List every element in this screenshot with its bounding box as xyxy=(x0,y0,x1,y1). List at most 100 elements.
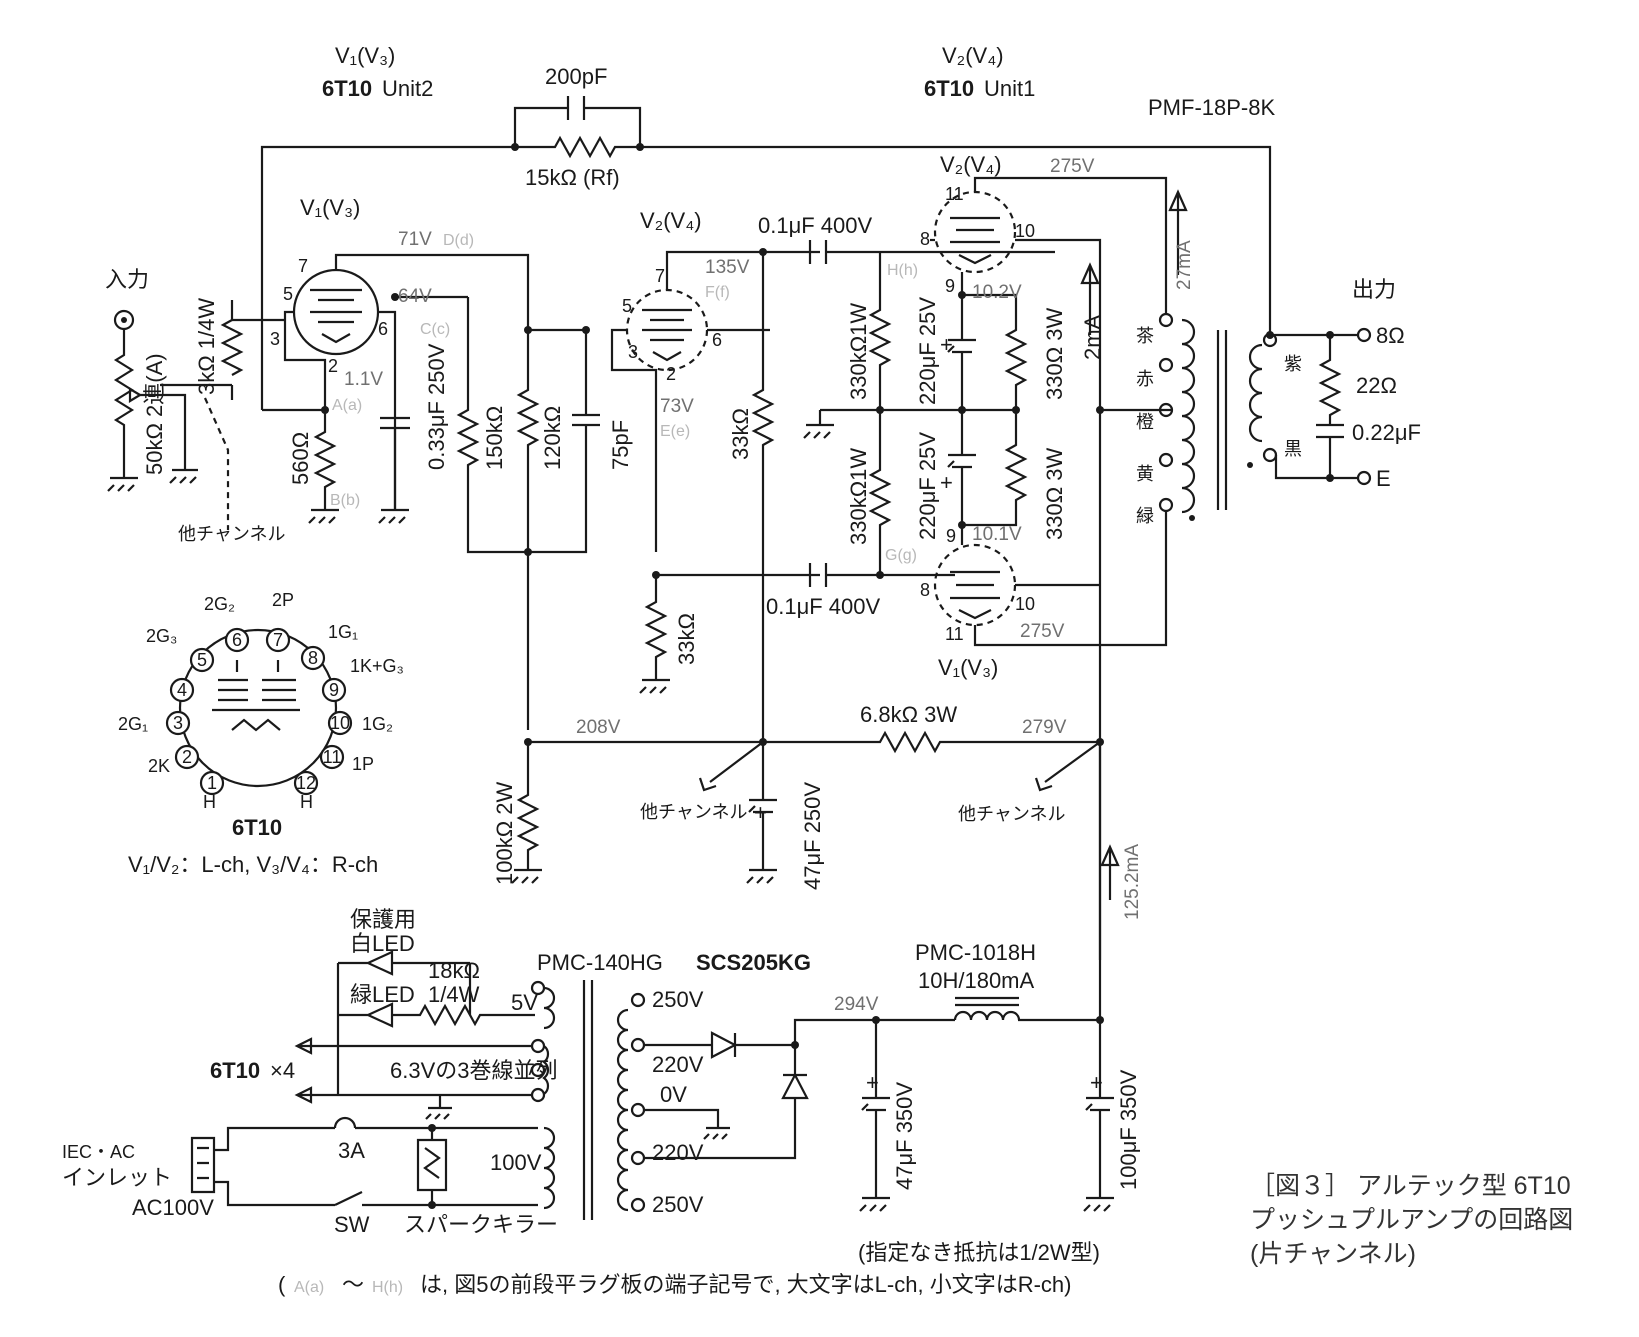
coupling-cap-bottom-term: G(g) xyxy=(885,547,917,564)
top-left-model: 6T10 xyxy=(322,76,372,101)
note-bottom-h: H(h) xyxy=(372,1279,403,1296)
input-section xyxy=(107,300,285,530)
r330-top-label: 330Ω 3W xyxy=(1042,308,1067,401)
base-pin-5-number: 5 xyxy=(197,650,207,670)
ac-100v: AC100V xyxy=(132,1195,214,1220)
input-label: 入力 xyxy=(105,267,149,292)
b-plus-208v: 208V xyxy=(576,717,621,738)
r330k-top-label: 330kΩ1W xyxy=(846,303,871,400)
primary-100v: 100V xyxy=(490,1150,542,1175)
r33k-plate-label: 33kΩ xyxy=(728,408,753,460)
v1-pin-7: 7 xyxy=(298,256,308,276)
top-right-unit: Unit1 xyxy=(984,76,1035,101)
output-8ohm: 8Ω xyxy=(1376,323,1405,348)
channel-map: V₁/V₂：L-ch, V₃/V₄：R-ch xyxy=(128,852,378,877)
fuse-label: 3A xyxy=(338,1138,365,1163)
choke-spec: 10H/180mA xyxy=(918,968,1035,993)
feedback-network xyxy=(260,96,1272,410)
r120k-label: 120kΩ xyxy=(540,406,565,470)
c47-350-label: 47μF 350V xyxy=(892,1082,917,1190)
tap-220v-b: 220V xyxy=(652,1140,704,1165)
power-tube-bottom-label: V₁(V₃) xyxy=(938,655,998,680)
heater-count: ×4 xyxy=(270,1058,295,1083)
power-tube-top-pin-10: 10 xyxy=(1015,221,1035,241)
output-label: 出力 xyxy=(1352,277,1396,302)
figure-title-3: (片チャンネル) xyxy=(1250,1240,1416,1268)
other-channel-2: 他チャンネル xyxy=(958,804,1065,824)
power-tube-bottom-pin-10: 10 xyxy=(1015,594,1035,614)
r560-term: B(b) xyxy=(330,492,360,509)
v2-plate-voltage: 135V xyxy=(705,257,750,278)
base-pin-12-number: 12 xyxy=(296,773,316,793)
power-supply xyxy=(190,742,1114,1220)
input-res-label: 3kΩ 1/4W xyxy=(194,298,219,395)
base-pin-8-number: 8 xyxy=(308,648,318,668)
v2-pin-5: 5 xyxy=(622,296,632,316)
base-pin-12-name: H xyxy=(300,792,313,812)
note-bottom-a: A(a) xyxy=(294,1279,324,1296)
current-arrows xyxy=(1080,189,1188,900)
current-27ma: 27mA xyxy=(1174,240,1195,290)
zobel-cap-label: 0.22μF xyxy=(1352,420,1421,445)
top-left-unit: Unit2 xyxy=(382,76,433,101)
r560-label: 560Ω xyxy=(288,432,313,485)
note-bottom-tilde: 〜 xyxy=(342,1272,364,1297)
feedback-cap-label: 200pF xyxy=(545,64,607,89)
v2-pin-7: 7 xyxy=(655,266,665,286)
note-bottom: は, 図5の前段平ラグ板の端子記号で, 大文字はL-ch, 小文字はR-ch) xyxy=(420,1272,1071,1297)
v1-plate-term: D(d) xyxy=(443,232,474,249)
r18k-watt: 1/4W xyxy=(428,982,480,1007)
figure-title: ［図３］ アルテック型 6T10 xyxy=(1250,1172,1571,1200)
switch-label: SW xyxy=(334,1212,370,1237)
led-white-label: 白LED xyxy=(350,931,415,956)
base-pin-7-number: 7 xyxy=(273,630,283,650)
base-pin-11-name: 1P xyxy=(352,754,374,774)
c100-350-plus: + xyxy=(1090,1070,1103,1095)
iec-inlet-label-1: IEC・AC xyxy=(62,1142,135,1162)
base-pin-9-name: 1K+G₃ xyxy=(350,656,404,676)
v2-pin-6: 6 xyxy=(712,330,722,350)
base-pin-1-name: H xyxy=(203,792,216,812)
v1-grid-voltage: 64V xyxy=(398,286,432,307)
base-pin-1-number: 1 xyxy=(207,773,217,793)
coupling-caps xyxy=(808,240,1055,587)
led-protect-label: 保護用 xyxy=(350,907,416,932)
b-plus-279v: 279V xyxy=(1022,717,1067,738)
v1-grid-term: C(c) xyxy=(420,321,450,338)
v2-pin-2: 2 xyxy=(666,364,676,384)
output-tube-bottom xyxy=(933,505,1168,647)
tap-250v-b: 250V xyxy=(652,1192,704,1217)
input-pot-label: 50kΩ 2連(A) xyxy=(142,353,167,475)
r33k-cathode-label: 33kΩ xyxy=(674,613,699,665)
wire-green: 緑 xyxy=(1136,506,1154,526)
v2-tube xyxy=(610,248,820,742)
base-pin-10-number: 10 xyxy=(330,713,350,733)
wire-purple: 紫 xyxy=(1284,354,1302,374)
choke-label: PMC-1018H xyxy=(915,940,1036,965)
led-green-label: 緑LED xyxy=(350,982,415,1007)
v2-cathode-voltage: 73V xyxy=(660,396,694,417)
r100k-label: 100kΩ 2W xyxy=(492,782,517,886)
tube-base-diagram xyxy=(165,627,353,796)
c220-top-label: 220μF 25V xyxy=(915,297,940,405)
rectifier-label: SCS205KG xyxy=(696,950,811,975)
figure-title-2: プッシュプルアンプの回路図 xyxy=(1250,1206,1573,1234)
v1-cathode-term: A(a) xyxy=(332,397,362,414)
b-plus-line xyxy=(511,730,1104,884)
r18k-label: 18kΩ xyxy=(428,958,480,983)
current-125ma: 125.2mA xyxy=(1122,844,1143,920)
base-pin-8-name: 1G₁ xyxy=(328,622,358,642)
wire-yellow: 黄 xyxy=(1136,464,1154,484)
other-channel-1: 他チャンネル xyxy=(640,802,747,822)
base-pin-2-number: 2 xyxy=(182,747,192,767)
coupling-cap-top-term: H(h) xyxy=(887,262,918,279)
tap-0v: 0V xyxy=(660,1082,687,1107)
v1-pin-6: 6 xyxy=(378,319,388,339)
output-transformer xyxy=(1096,312,1372,521)
feedback-res-label: 15kΩ (Rf) xyxy=(525,165,620,190)
c47-250-plus: + xyxy=(754,800,767,825)
v2-label: V₂(V₄) xyxy=(640,208,702,233)
wire-orange: 橙 xyxy=(1136,412,1154,432)
